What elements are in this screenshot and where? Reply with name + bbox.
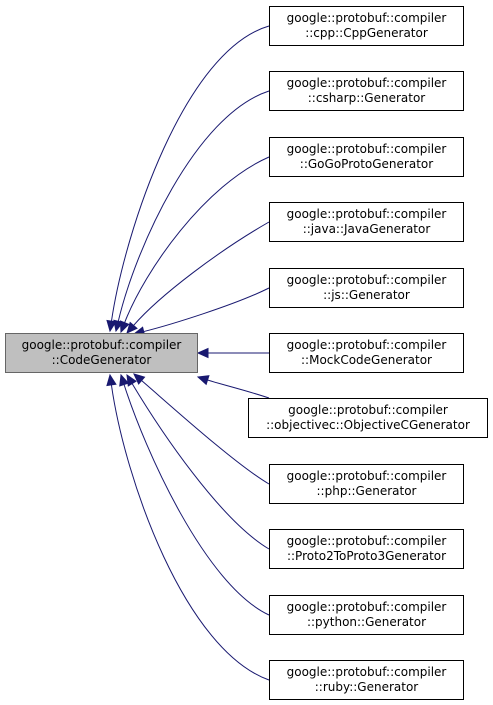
- node-gogoproto-generator[interactable]: google::protobuf::compiler ::GoGoProtoGe…: [269, 137, 464, 177]
- node-code-generator-line2: ::CodeGenerator: [51, 353, 152, 367]
- edge-js: [143, 287, 270, 333]
- node-gogoproto-generator-line1: google::protobuf::compiler: [286, 142, 447, 156]
- node-objectivec-generator-line2: ::objectivec::ObjectiveCGenerator: [266, 418, 470, 432]
- node-java-generator-line1: google::protobuf::compiler: [286, 207, 447, 221]
- node-cpp-generator-line1: google::protobuf::compiler: [286, 11, 447, 25]
- edge-java: [133, 221, 270, 326]
- node-java-generator[interactable]: google::protobuf::compiler ::java::JavaG…: [269, 202, 464, 242]
- node-python-generator[interactable]: google::protobuf::compiler ::python::Gen…: [269, 595, 464, 635]
- node-ruby-generator[interactable]: google::protobuf::compiler ::ruby::Gener…: [269, 660, 464, 700]
- edge-ruby: [110, 384, 270, 681]
- edge-arrowhead-php: [133, 373, 146, 385]
- edge-arrowhead-gogoproto: [119, 320, 130, 334]
- edge-arrowhead-python: [119, 373, 130, 387]
- edge-arrowhead-objectivec: [196, 375, 210, 386]
- node-js-generator-line1: google::protobuf::compiler: [286, 273, 447, 287]
- edge-gogoproto: [124, 156, 270, 323]
- edge-csharp: [117, 90, 270, 322]
- edge-objectivec: [207, 379, 270, 399]
- node-php-generator[interactable]: google::protobuf::compiler ::php::Genera…: [269, 464, 464, 504]
- edge-arrowhead-cpp: [106, 319, 117, 333]
- edge-arrowhead-proto2toproto3: [126, 373, 137, 387]
- node-gogoproto-generator-line2: ::GoGoProtoGenerator: [299, 157, 434, 171]
- node-ruby-generator-line2: ::ruby::Generator: [314, 680, 419, 694]
- edge-arrowhead-mock-code: [196, 347, 209, 359]
- edge-python: [123, 384, 270, 616]
- node-code-generator[interactable]: google::protobuf::compiler ::CodeGenerat…: [5, 333, 198, 373]
- node-ruby-generator-line1: google::protobuf::compiler: [286, 665, 447, 679]
- node-code-generator-line1: google::protobuf::compiler: [21, 338, 182, 352]
- node-cpp-generator-line2: ::cpp::CppGenerator: [305, 26, 428, 40]
- node-java-generator-line2: ::java::JavaGenerator: [302, 222, 431, 236]
- node-objectivec-generator[interactable]: google::protobuf::compiler ::objectivec:…: [248, 398, 488, 438]
- node-python-generator-line2: ::python::Generator: [306, 615, 427, 629]
- node-mock-code-generator-line1: google::protobuf::compiler: [286, 338, 447, 352]
- node-csharp-generator[interactable]: google::protobuf::compiler ::csharp::Gen…: [269, 71, 464, 111]
- node-mock-code-generator[interactable]: google::protobuf::compiler ::MockCodeGen…: [269, 333, 464, 373]
- node-csharp-generator-line1: google::protobuf::compiler: [286, 76, 447, 90]
- node-mock-code-generator-line2: ::MockCodeGenerator: [301, 353, 432, 367]
- edge-cpp: [110, 25, 270, 322]
- edge-php: [141, 380, 270, 485]
- node-csharp-generator-line2: ::csharp::Generator: [307, 91, 426, 105]
- node-python-generator-line1: google::protobuf::compiler: [286, 600, 447, 614]
- edge-arrowhead-ruby: [106, 373, 117, 387]
- edge-proto2toproto3: [131, 383, 270, 550]
- node-objectivec-generator-line1: google::protobuf::compiler: [288, 403, 448, 417]
- node-js-generator[interactable]: google::protobuf::compiler ::js::Generat…: [269, 268, 464, 308]
- node-proto2toproto3-generator-line1: google::protobuf::compiler: [286, 534, 447, 548]
- node-proto2toproto3-generator-line2: ::Proto2ToProto3Generator: [286, 549, 447, 563]
- node-js-generator-line2: ::js::Generator: [323, 288, 410, 302]
- node-cpp-generator[interactable]: google::protobuf::compiler ::cpp::CppGen…: [269, 6, 464, 46]
- node-php-generator-line1: google::protobuf::compiler: [286, 469, 447, 483]
- node-php-generator-line2: ::php::Generator: [316, 484, 417, 498]
- edge-arrowhead-java: [126, 321, 138, 334]
- node-proto2toproto3-generator[interactable]: google::protobuf::compiler ::Proto2ToPro…: [269, 529, 464, 569]
